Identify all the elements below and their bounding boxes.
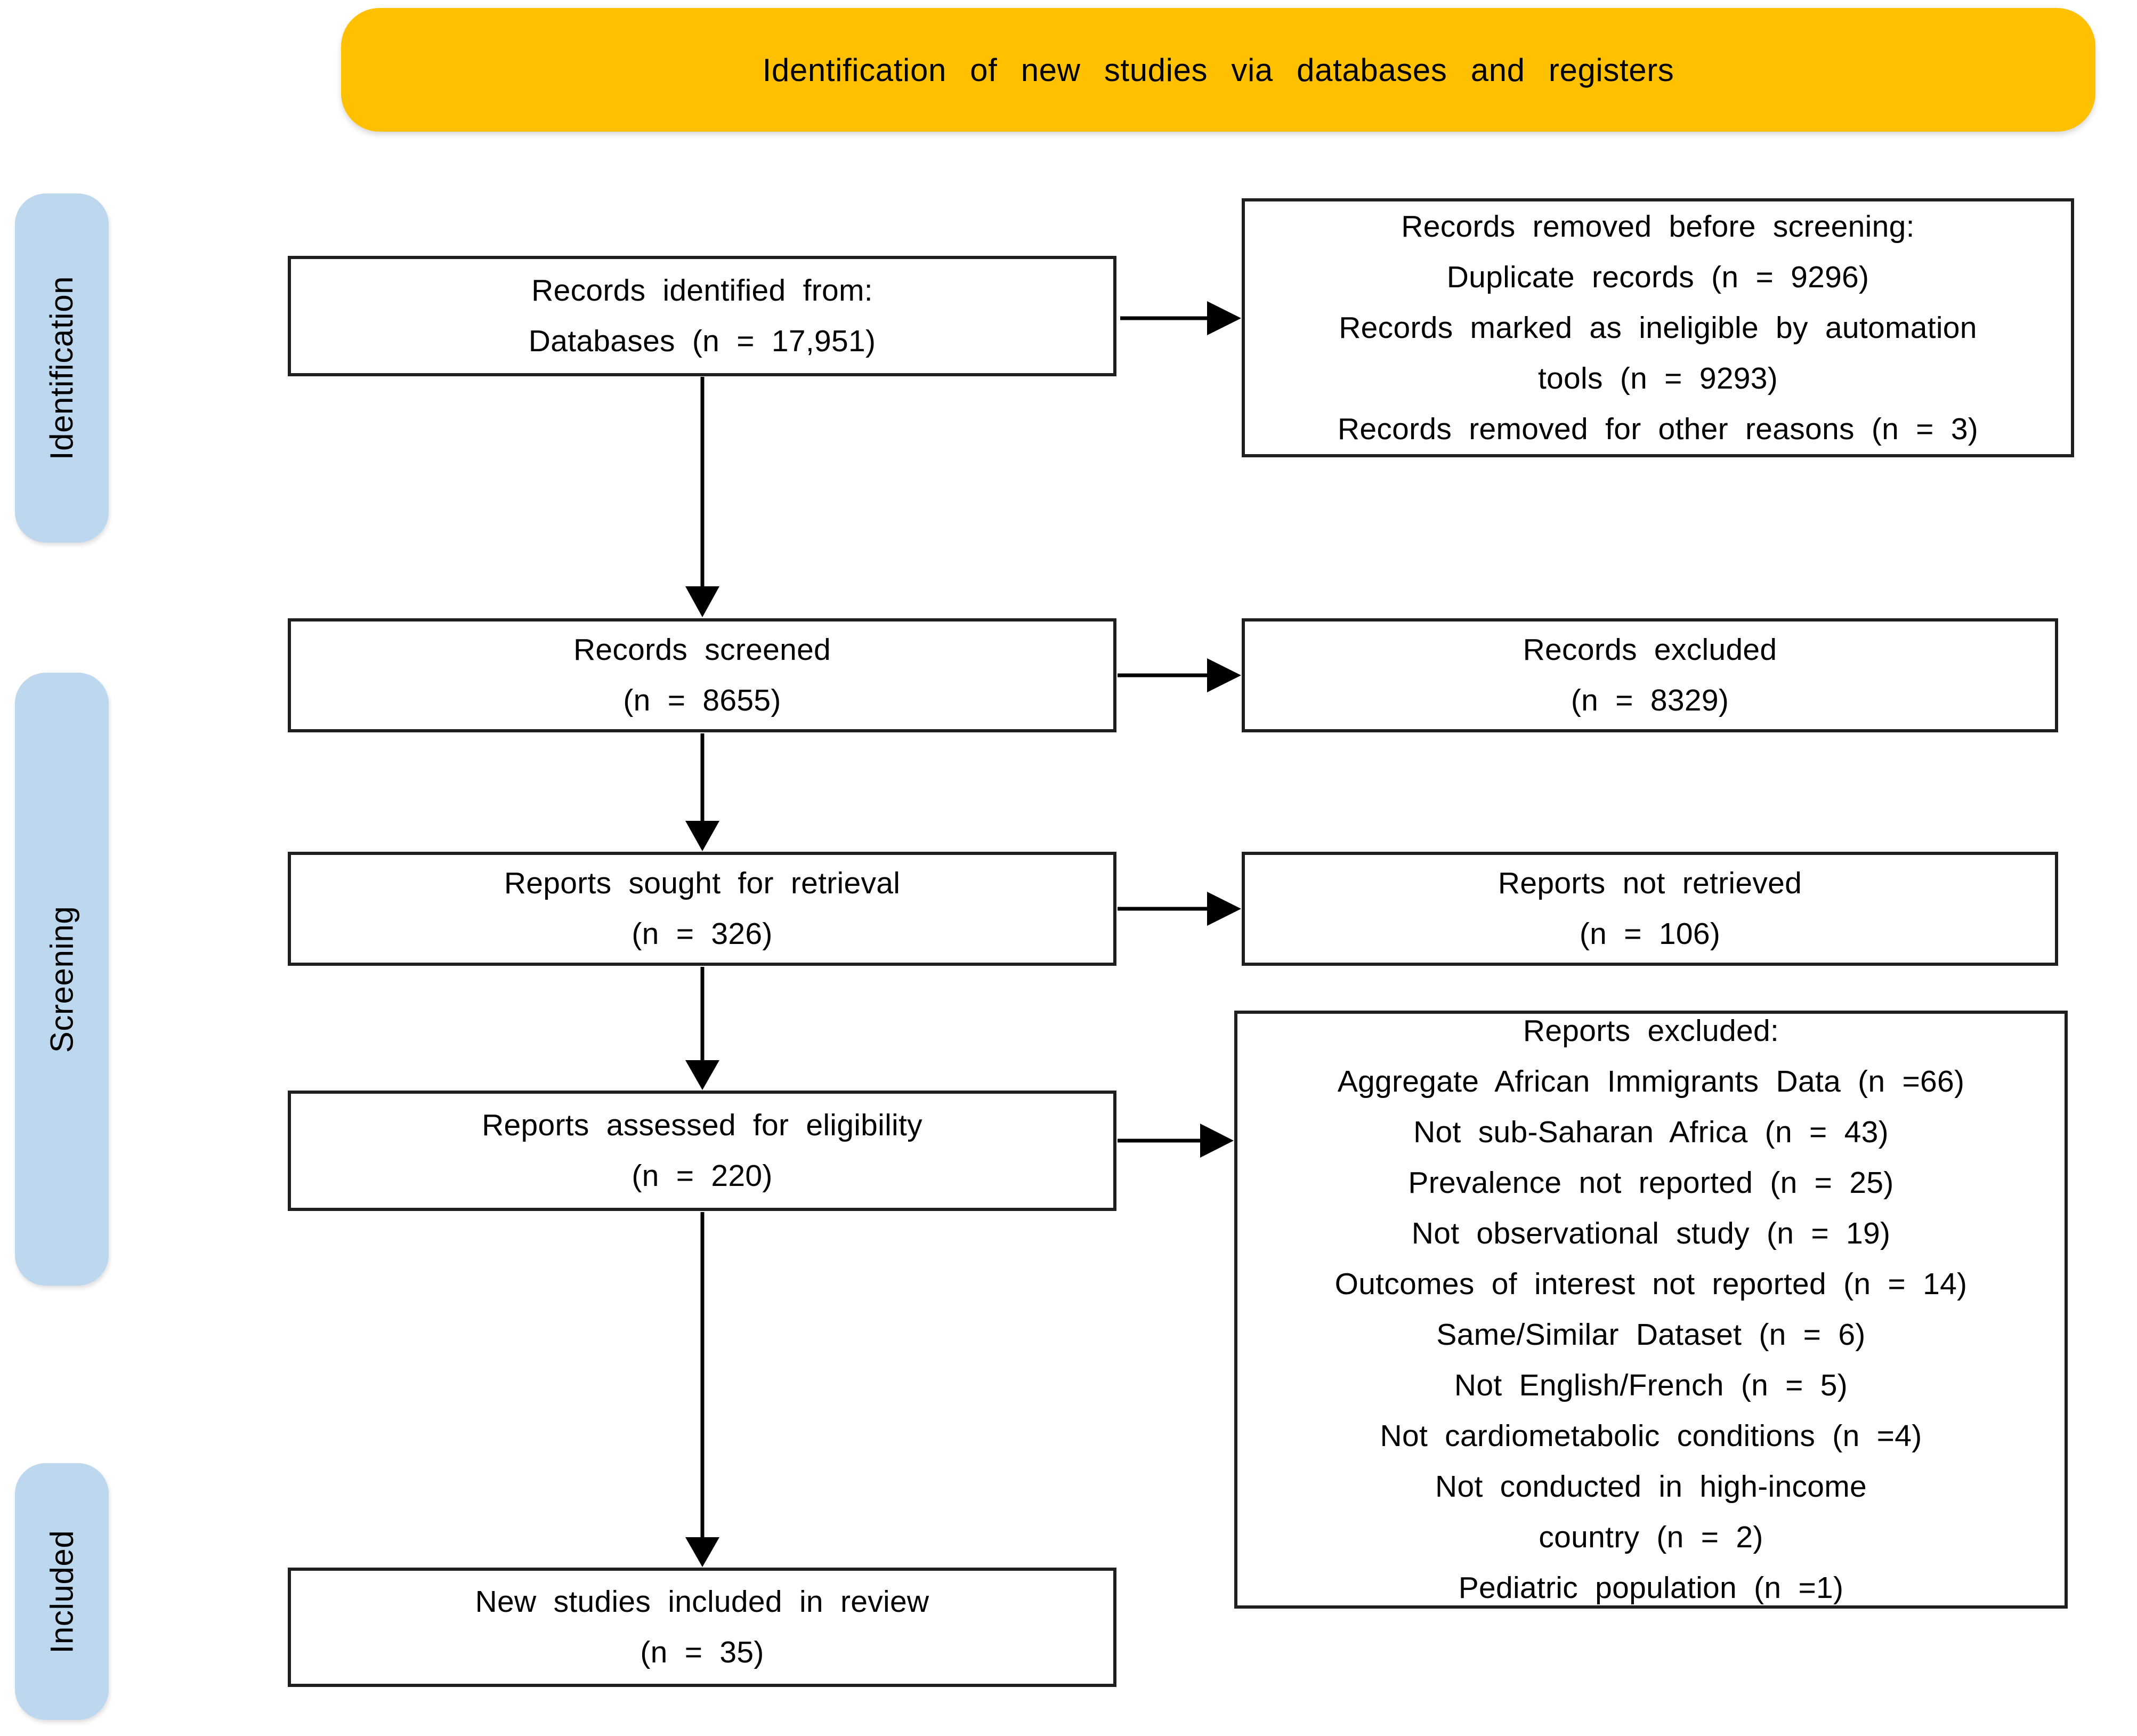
text-line: Reports excluded:	[1523, 1014, 1779, 1048]
text-line: Not English/French (n = 5)	[1454, 1368, 1848, 1402]
text-line: (n = 8655)	[623, 683, 781, 717]
text-line: Records excluded	[1523, 633, 1777, 667]
arrow-screened-to-sought	[685, 733, 719, 851]
text-line: (n = 220)	[632, 1159, 773, 1193]
arrow-assessed-to-excluded	[1118, 1124, 1234, 1158]
banner-label: Identification of new studies via databa…	[762, 52, 1674, 88]
stage-included: Included	[15, 1463, 109, 1720]
box-reports-sought: Reports sought for retrieval (n = 326)	[288, 852, 1116, 966]
text-line: Reports sought for retrieval	[504, 866, 901, 900]
arrow-assessed-to-included	[685, 1212, 719, 1567]
stage-label: Identification	[44, 276, 80, 461]
text-line: Not observational study (n = 19)	[1411, 1216, 1891, 1250]
text-line: country (n = 2)	[1539, 1520, 1763, 1554]
arrow-sought-to-not-retrieved	[1118, 892, 1241, 926]
box-records-identified: Records identified from: Databases (n = …	[288, 256, 1116, 376]
text-line: (n = 326)	[632, 917, 773, 951]
stage-identification: Identification	[15, 193, 109, 543]
text-line: Not cardiometabolic conditions (n =4)	[1380, 1419, 1922, 1453]
text-line: Aggregate African Immigrants Data (n =66…	[1337, 1064, 1965, 1099]
box-reports-not-retrieved: Reports not retrieved (n = 106)	[1242, 852, 2058, 966]
text-line: Not sub-Saharan Africa (n = 43)	[1413, 1115, 1889, 1149]
stage-label: Included	[44, 1530, 80, 1653]
text-line: Reports assessed for eligibility	[482, 1108, 922, 1142]
text-line: New studies included in review	[475, 1585, 929, 1619]
box-new-studies-included: New studies included in review (n = 35)	[288, 1568, 1116, 1687]
text-line: Records screened	[573, 633, 831, 667]
text-line: Pediatric population (n =1)	[1458, 1571, 1844, 1605]
arrow-identified-to-removed	[1120, 301, 1241, 335]
text-line: Databases (n = 17,951)	[528, 324, 876, 358]
box-reports-assessed: Reports assessed for eligibility (n = 22…	[288, 1091, 1116, 1211]
text-line: (n = 8329)	[1571, 683, 1729, 717]
arrow-screened-to-excluded	[1118, 658, 1241, 692]
text-line: Duplicate records (n = 9296)	[1446, 260, 1869, 294]
text-line: (n = 106)	[1579, 917, 1721, 951]
box-records-removed-before-screening: Records removed before screening: Duplic…	[1242, 198, 2074, 457]
text-line: Outcomes of interest not reported (n = 1…	[1334, 1267, 1968, 1301]
box-records-excluded: Records excluded (n = 8329)	[1242, 618, 2058, 732]
text-line: Records identified from:	[531, 273, 873, 308]
arrow-identified-to-screened	[685, 377, 719, 617]
text-line: Records marked as ineligible by automati…	[1339, 310, 1977, 345]
stage-screening: Screening	[15, 673, 109, 1286]
stage-label: Screening	[44, 906, 80, 1053]
text-line: Records removed for other reasons (n = 3…	[1337, 411, 1979, 446]
arrow-sought-to-assessed	[685, 967, 719, 1090]
box-reports-excluded: Reports excluded: Aggregate African Immi…	[1234, 1011, 2068, 1609]
text-line: Not conducted in high-income	[1435, 1469, 1867, 1504]
banner: Identification of new studies via databa…	[341, 8, 2095, 132]
text-line: Reports not retrieved	[1497, 866, 1802, 900]
text-line: Prevalence not reported (n = 25)	[1408, 1166, 1894, 1200]
text-line: Same/Similar Dataset (n = 6)	[1436, 1318, 1866, 1352]
text-line: Records removed before screening:	[1401, 209, 1915, 244]
text-line: (n = 35)	[640, 1635, 764, 1669]
text-line: tools (n = 9293)	[1537, 361, 1778, 395]
box-records-screened: Records screened (n = 8655)	[288, 618, 1116, 732]
